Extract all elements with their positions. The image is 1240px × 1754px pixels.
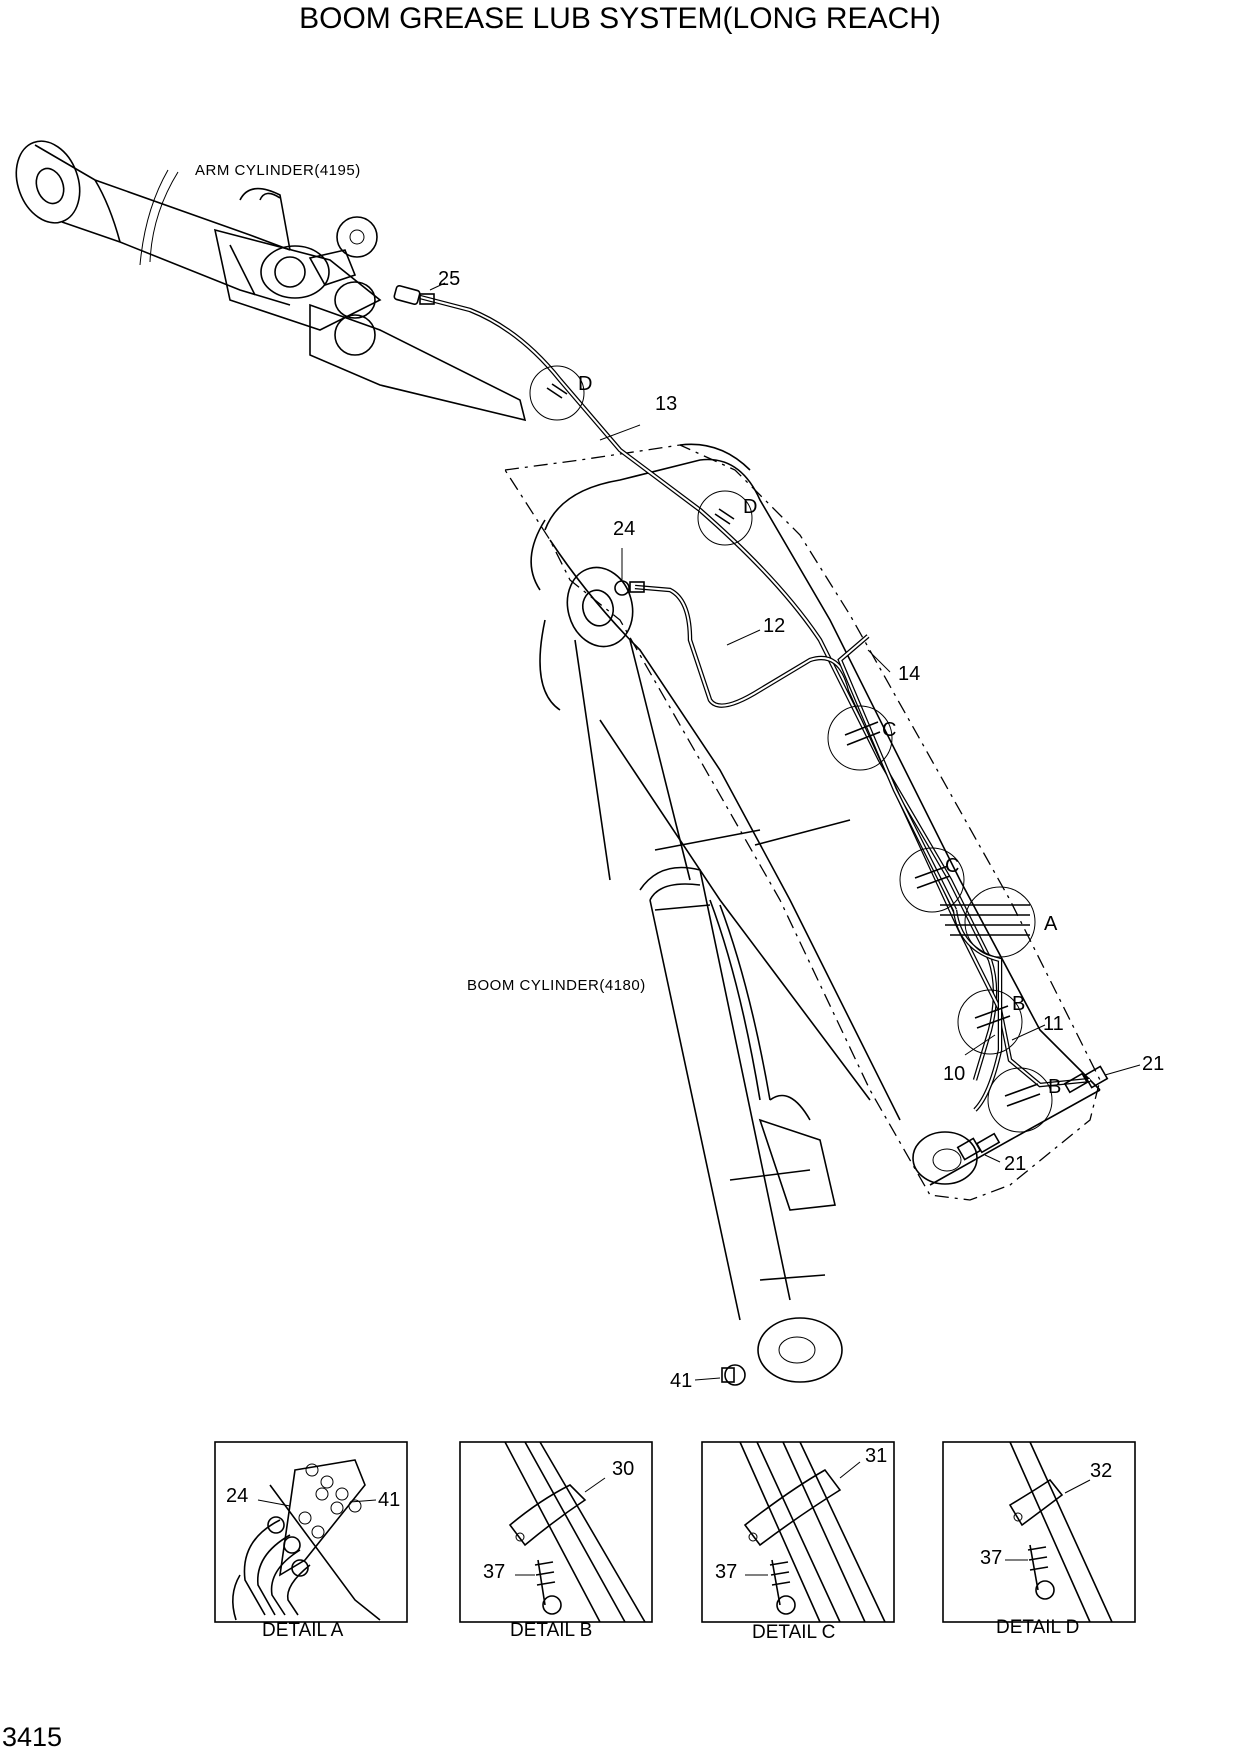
boom	[503, 443, 1101, 1201]
marker-c-2: C	[945, 855, 959, 877]
detail-b-caption: DETAIL B	[510, 1620, 592, 1641]
callout-21-right: 21	[1142, 1053, 1164, 1075]
detail-c-caption: DETAIL C	[752, 1622, 835, 1643]
detail-c-part-37: 37	[715, 1561, 737, 1583]
marker-d-2: D	[743, 496, 757, 518]
detail-d-part-37: 37	[980, 1547, 1002, 1569]
page-number: 3415	[2, 1722, 62, 1752]
detail-b-part-37: 37	[483, 1561, 505, 1583]
fittings	[393, 285, 1109, 1386]
marker-b-1: B	[1012, 993, 1025, 1015]
callout-25: 25	[438, 268, 460, 290]
detail-d-part-32: 32	[1090, 1460, 1112, 1482]
marker-d-1: D	[578, 373, 592, 395]
marker-b-2: B	[1048, 1076, 1061, 1098]
detail-markers: D D C C A B B	[529, 365, 1061, 1133]
callout-12: 12	[763, 615, 785, 637]
arm-cylinder-label: ARM CYLINDER(4195)	[195, 162, 361, 179]
boom-cylinder	[566, 566, 843, 1383]
detail-b: 30 37 DETAIL B	[459, 1441, 653, 1641]
detail-d-caption: DETAIL D	[996, 1617, 1079, 1638]
callout-24: 24	[613, 518, 635, 540]
detail-a-caption: DETAIL A	[262, 1620, 344, 1641]
detail-d: 32 37 DETAIL D	[942, 1441, 1136, 1638]
leader-lines	[429, 282, 1141, 1381]
grease-lines	[419, 294, 1091, 1112]
boom-cylinder-label: BOOM CYLINDER(4180)	[467, 977, 646, 994]
callout-21-lower: 21	[1004, 1153, 1026, 1175]
detail-a: 24 41 DETAIL A	[214, 1441, 408, 1641]
detail-c: 31 37 DETAIL C	[701, 1441, 895, 1643]
detail-c-part-31: 31	[865, 1445, 887, 1467]
marker-c-1: C	[882, 719, 896, 741]
arm-cylinder	[15, 140, 527, 422]
detail-b-part-30: 30	[612, 1458, 634, 1480]
callout-13: 13	[655, 393, 677, 415]
callout-11: 11	[1043, 1013, 1064, 1035]
detail-a-part-24: 24	[226, 1485, 248, 1507]
diagram-title: BOOM GREASE LUB SYSTEM(LONG REACH)	[299, 2, 941, 35]
callout-14: 14	[898, 663, 920, 685]
callout-10: 10	[943, 1063, 965, 1085]
callout-41: 41	[670, 1370, 692, 1392]
detail-a-part-41: 41	[378, 1489, 400, 1511]
marker-a: A	[1044, 913, 1058, 935]
